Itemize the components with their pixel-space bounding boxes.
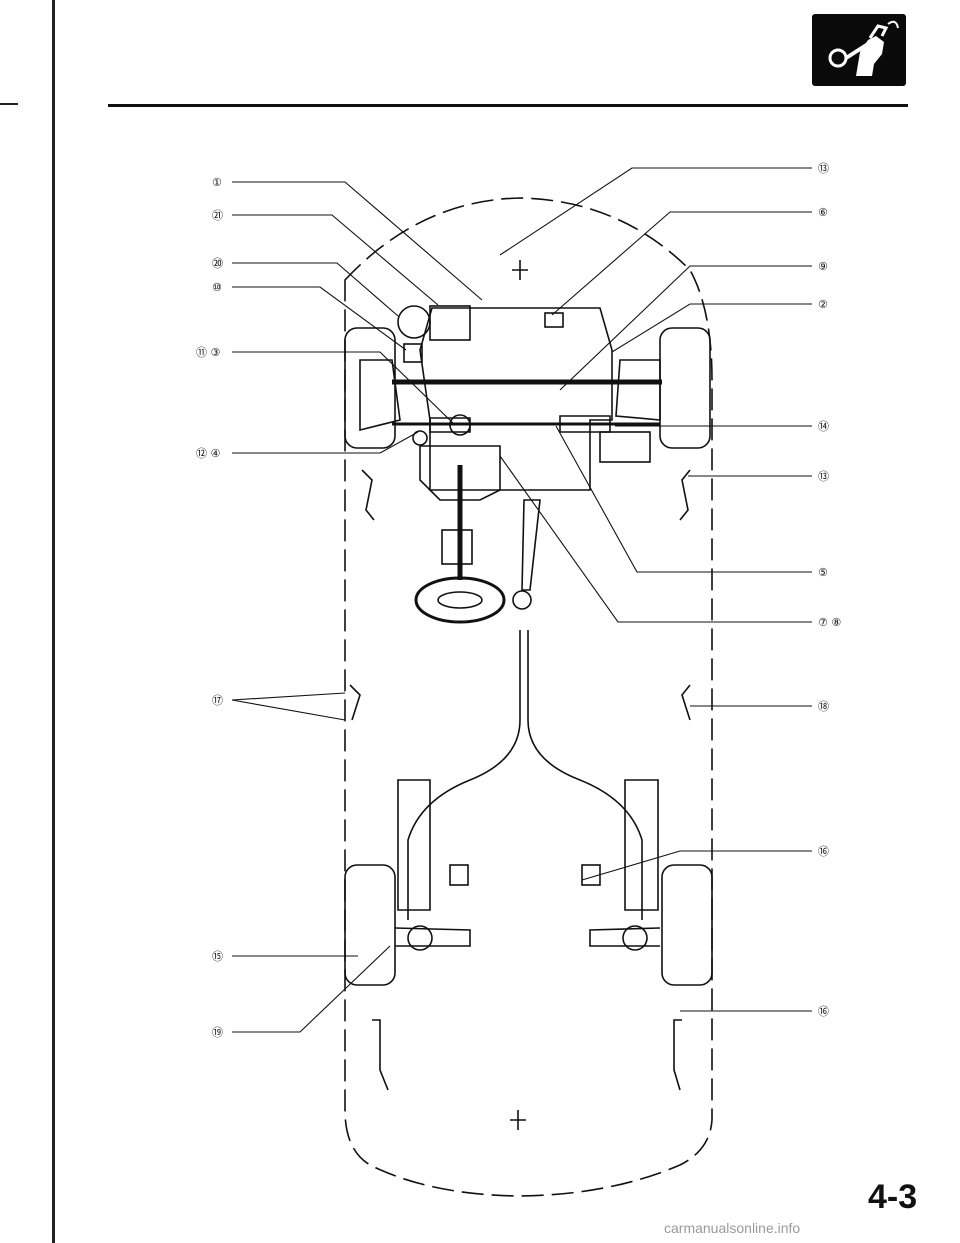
header-rule (108, 104, 908, 107)
callout-19: ⑲ (212, 1026, 223, 1039)
callout-9: ⑨ (818, 260, 828, 273)
callout-21: ㉑ (212, 209, 223, 222)
car-body-outline (344, 197, 713, 1197)
callout-18: ⑱ (818, 700, 829, 713)
brake-booster (397, 305, 431, 339)
callout-20: ⑳ (212, 257, 223, 270)
callout-16-lower: ⑯ (818, 1005, 829, 1018)
callout-17: ⑰ (212, 694, 223, 707)
page-number: 4-3 (868, 1178, 918, 1216)
engine-block (419, 307, 613, 491)
callout-7-8: ⑦ ⑧ (818, 616, 841, 629)
callout-1: ① (212, 176, 222, 189)
callout-13-mid: ⑬ (818, 470, 829, 483)
hand-wrench-tool-icon (812, 14, 906, 86)
chassis-lubrication-diagram: ① ㉑ ⑳ ⑩ ⑪ ③ ⑫ ④ ⑰ ⑮ ⑲ ⑬ ⑥ ⑨ ② ⑭ ⑬ ⑤ ⑦ ⑧ … (196, 162, 841, 1197)
rear-right-wheel (661, 864, 713, 986)
callout-16-upper: ⑯ (818, 845, 829, 858)
front-right-wheel (659, 327, 711, 449)
callout-12-4: ⑫ ④ (196, 447, 220, 460)
front-left-wheel (344, 327, 396, 449)
callout-5: ⑤ (818, 566, 828, 579)
steering-wheel (414, 576, 506, 624)
callout-14: ⑭ (818, 420, 829, 433)
rear-left-wheel (344, 864, 396, 986)
brake-lines (407, 630, 521, 920)
callout-15: ⑮ (212, 950, 223, 963)
callout-13-top: ⑬ (818, 162, 829, 175)
binding-line (52, 0, 55, 1243)
callout-11-3: ⑪ ③ (196, 346, 220, 359)
master-cylinder (429, 305, 471, 341)
brake-fluid-reservoir (544, 312, 564, 328)
callout-10: ⑩ (212, 281, 222, 294)
callout-2: ② (818, 298, 828, 311)
watermark: carmanualsonline.info (664, 1220, 801, 1236)
callout-6: ⑥ (818, 206, 828, 219)
relay-box (599, 431, 651, 463)
binding-tick (0, 103, 18, 105)
